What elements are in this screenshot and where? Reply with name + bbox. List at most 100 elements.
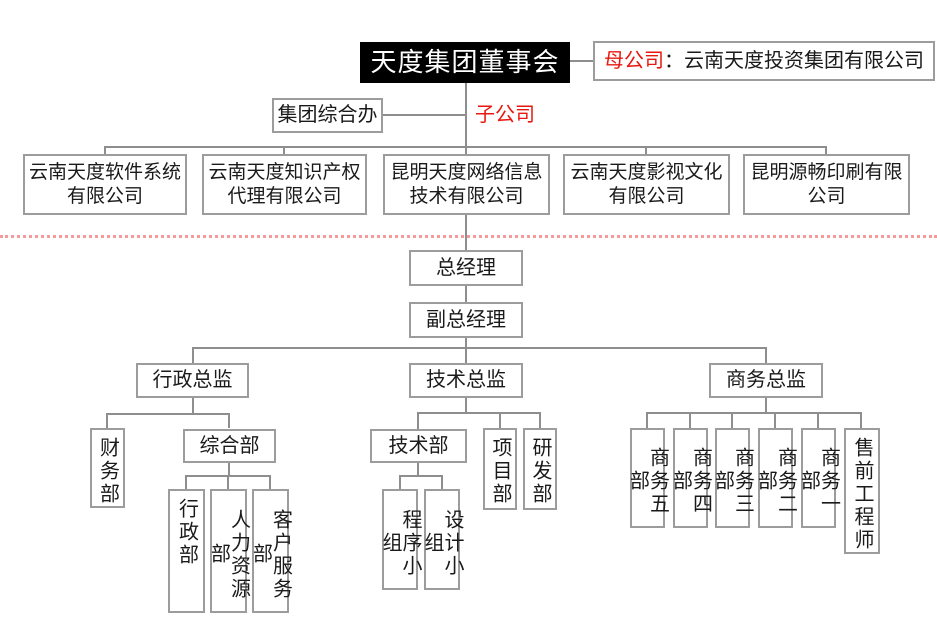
- business-dept-2-box: 商务二部: [754, 428, 797, 528]
- subsidiary-name: 云南天度知识产权代理有限公司: [208, 161, 361, 207]
- subsidiary-name: 昆明源畅印刷有限公司: [750, 161, 903, 207]
- connector-line: [465, 338, 467, 349]
- general-manager-label: 总经理: [436, 256, 496, 279]
- design-team-label: 设计小组: [421, 508, 463, 578]
- project-dept-label: 项目部: [489, 437, 511, 506]
- general-affairs-box: 综合部: [183, 429, 276, 463]
- subsidiary-name: 云南天度影视文化有限公司: [570, 161, 723, 207]
- subsidiary-box-2: 云南天度知识产权代理有限公司: [202, 154, 367, 215]
- design-team-box: 设计小组: [421, 489, 463, 590]
- parent-company-name: ：云南天度投资集团有限公司: [664, 49, 924, 72]
- subsidiary-label: 子公司: [475, 104, 535, 126]
- subsidiary-name: 昆明天度网络信息技术有限公司: [390, 161, 543, 207]
- subsidiary-box-3: 昆明天度网络信息技术有限公司: [383, 154, 550, 215]
- tech-dept-label: 技术部: [388, 434, 449, 457]
- subsidiary-box-5: 昆明源畅印刷有限公司: [743, 154, 910, 215]
- business-dept-2-label: 商务二部: [754, 447, 797, 516]
- director-tech-box: 技术总监: [409, 363, 523, 398]
- board-box: 天度集团董事会: [360, 42, 570, 83]
- parent-company-tag: 母公司: [604, 49, 664, 72]
- parent-subsidiary-divider: [0, 235, 937, 238]
- connector-line: [825, 146, 827, 154]
- connector-line: [731, 412, 733, 428]
- connector-line: [539, 412, 541, 428]
- business-dept-3-box: 商务三部: [711, 428, 754, 528]
- connector-line: [399, 475, 401, 489]
- project-dept-box: 项目部: [483, 428, 517, 510]
- connector-line: [192, 347, 194, 363]
- hr-dept-label: 人力资源部: [207, 508, 250, 601]
- general-affairs-label: 综合部: [199, 434, 260, 457]
- deputy-general-manager-box: 副总经理: [409, 302, 523, 338]
- connector-line: [765, 398, 767, 414]
- connector-line: [774, 412, 776, 428]
- connector-line: [465, 215, 467, 251]
- subsidiary-box-4: 云南天度影视文化有限公司: [563, 154, 730, 215]
- director-business-label: 商务总监: [726, 369, 806, 391]
- connector-line: [417, 463, 419, 477]
- presales-engineer-box: 售前工程师: [844, 428, 880, 554]
- connector-line: [417, 412, 419, 429]
- connector-line: [106, 413, 108, 428]
- connector-line: [192, 347, 767, 349]
- admin-dept-box: 行政部: [168, 489, 205, 613]
- admin-dept-label: 行政部: [175, 498, 198, 567]
- business-dept-1-box: 商务一部: [797, 428, 840, 528]
- business-dept-5-label: 商务五部: [626, 447, 669, 516]
- business-dept-3-label: 商务三部: [711, 447, 754, 516]
- rnd-dept-box: 研发部: [523, 428, 557, 510]
- connector-line: [417, 412, 541, 414]
- connector-line: [465, 83, 467, 147]
- connector-line: [465, 347, 467, 363]
- connector-line: [646, 412, 648, 428]
- connector-line: [104, 146, 106, 154]
- director-business-box: 商务总监: [709, 363, 823, 398]
- director-tech-label: 技术总监: [426, 369, 506, 391]
- connector-line: [399, 475, 443, 477]
- connector-line: [383, 114, 465, 116]
- program-team-box: 程序小组: [379, 489, 421, 590]
- subsidiary-name: 云南天度软件系统有限公司: [28, 161, 181, 207]
- deputy-general-manager-label: 副总经理: [426, 308, 506, 331]
- connector-line: [570, 60, 593, 62]
- presales-engineer-label: 售前工程师: [851, 437, 873, 552]
- business-dept-4-label: 商务四部: [669, 447, 712, 516]
- connector-line: [645, 146, 647, 154]
- connector-line: [689, 412, 691, 428]
- general-manager-box: 总经理: [409, 250, 523, 286]
- connector-line: [192, 398, 194, 414]
- director-admin-box: 行政总监: [136, 363, 249, 398]
- connector-line: [465, 286, 467, 302]
- connector-line: [227, 475, 229, 489]
- customer-service-dept-label: 客户服务部: [249, 508, 292, 601]
- program-team-label: 程序小组: [379, 508, 421, 578]
- customer-service-dept-box: 客户服务部: [249, 489, 292, 613]
- parent-company-box: 母公司：云南天度投资集团有限公司: [593, 41, 935, 81]
- connector-line: [817, 412, 819, 428]
- connector-line: [765, 347, 767, 363]
- connector-line: [228, 413, 230, 428]
- connector-line: [185, 475, 187, 489]
- business-dept-4-box: 商务四部: [669, 428, 712, 528]
- group-office-label: 集团综合办: [277, 104, 378, 126]
- connector-line: [228, 463, 230, 477]
- connector-line: [499, 412, 501, 428]
- connector-line: [465, 146, 467, 154]
- director-admin-label: 行政总监: [152, 369, 233, 391]
- rnd-dept-label: 研发部: [529, 437, 551, 506]
- board-label: 天度集团董事会: [370, 47, 560, 78]
- connector-line: [106, 413, 230, 415]
- connector-line: [860, 412, 862, 428]
- connector-line: [646, 412, 862, 414]
- finance-dept-label: 财务部: [96, 437, 119, 506]
- hr-dept-box: 人力资源部: [207, 489, 250, 613]
- connector-line: [465, 398, 467, 413]
- business-dept-1-label: 商务一部: [797, 447, 840, 516]
- connector-line: [283, 146, 285, 154]
- subsidiary-box-1: 云南天度软件系统有限公司: [23, 154, 187, 215]
- connector-line: [441, 475, 443, 489]
- connector-line: [269, 475, 271, 489]
- group-office-box: 集团综合办: [272, 98, 383, 133]
- finance-dept-box: 财务部: [90, 428, 125, 508]
